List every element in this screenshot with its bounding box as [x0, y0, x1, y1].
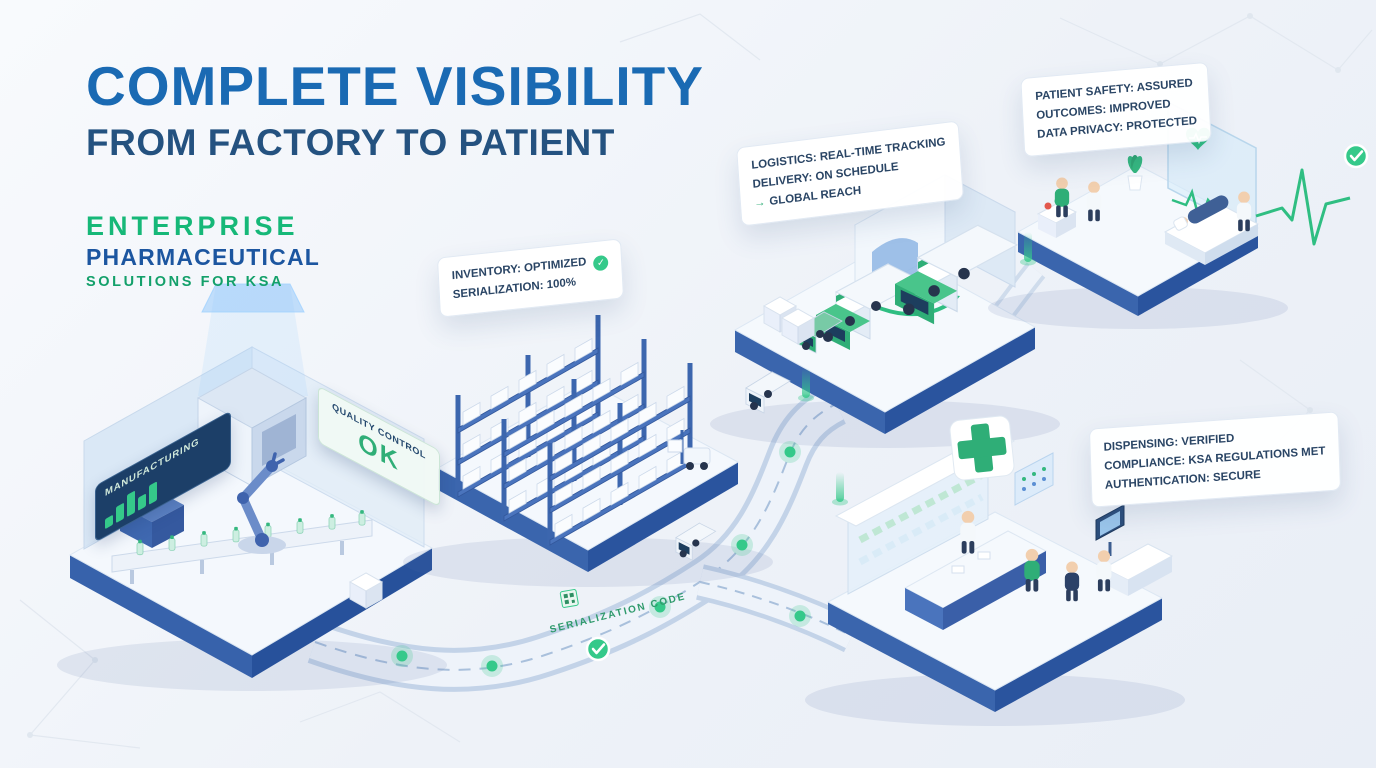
checkpoint-dot [789, 605, 811, 627]
forklift [667, 430, 711, 470]
logo-tagline: SOLUTIONS FOR KSA [86, 273, 285, 290]
logo-field: PHARMACEUTICAL [86, 243, 321, 270]
check-icon: ✓ [593, 255, 609, 272]
page-title: COMPLETE VISIBILITY [86, 55, 704, 117]
logo-name: ENTERPRISE [86, 211, 299, 241]
pharmacy-building [834, 415, 1016, 595]
route-checkpoints [391, 232, 1036, 677]
serialization-beacon [832, 472, 848, 506]
qr-code-icon [559, 589, 579, 608]
pill-display-screen [1014, 452, 1054, 506]
checkpoint-dot [391, 645, 413, 667]
hospital-bed [1163, 195, 1260, 265]
page-subtitle: FROM FACTORY TO PATIENT [86, 121, 615, 163]
warehouse-building [853, 174, 1017, 301]
patient-stage [988, 100, 1288, 329]
ecg-line [1255, 168, 1351, 246]
kiosk-screen [1095, 504, 1125, 556]
header-block: COMPLETE VISIBILITY FROM FACTORY TO PATI… [86, 55, 704, 163]
patient-figure [1173, 195, 1229, 231]
lab-bench [1102, 543, 1174, 596]
company-logo: ENTERPRISE PHARMACEUTICAL SOLUTIONS FOR … [86, 210, 320, 292]
checkpoint-dot [481, 655, 503, 677]
plant [1127, 155, 1143, 191]
patient-status-card: PATIENT SAFETY: ASSURED OUTCOMES: IMPROV… [1020, 61, 1213, 158]
green-cross-icon [949, 415, 1015, 481]
checkpoint-dot [779, 441, 801, 463]
hologram-panel [201, 283, 305, 313]
pharmacy-stage [805, 415, 1185, 726]
route-check-icon [585, 636, 611, 662]
arrow-icon: → [753, 196, 766, 210]
pharmacy-counter [903, 530, 1048, 630]
checkpoint-dot [731, 534, 753, 556]
ecg-check-icon [1343, 143, 1369, 169]
warehouse-stage [403, 315, 773, 587]
robot-arm [237, 452, 286, 554]
